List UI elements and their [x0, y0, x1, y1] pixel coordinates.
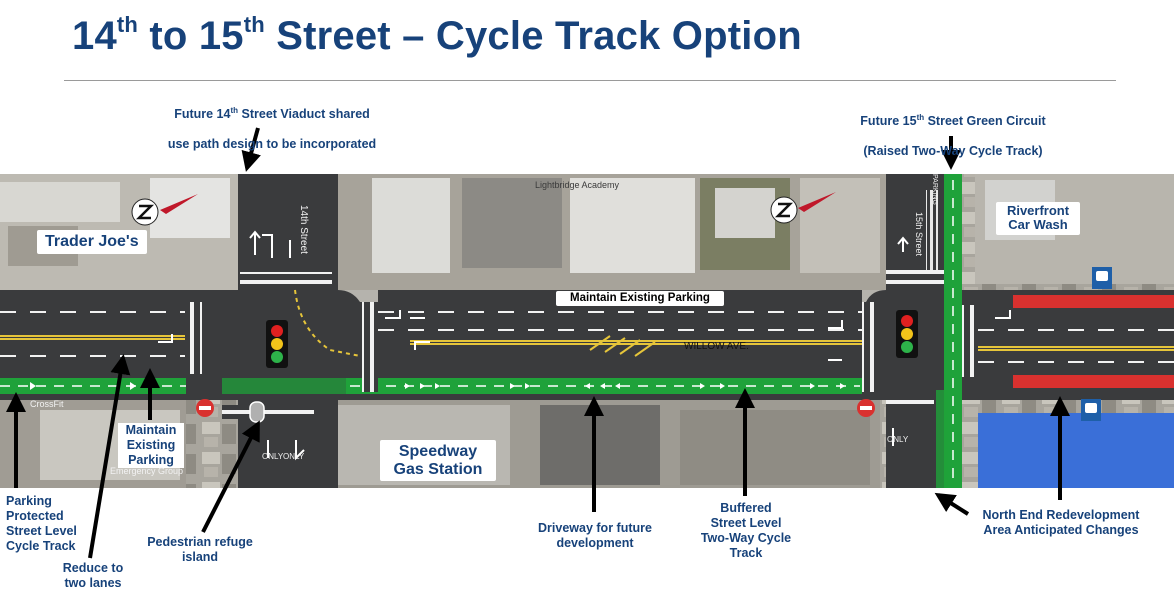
arrow-reduce-lanes: [88, 354, 131, 559]
callout-15th-green-circuit: Future 15th Street Green Circuit (Raised…: [860, 112, 1046, 158]
crosswalk-mid-east: [862, 302, 878, 392]
bus-lane-north: [1013, 295, 1174, 308]
label-trader-joes: Trader Joe's: [37, 230, 147, 254]
no-entry-icon-left: [196, 399, 214, 417]
page-title: 14th to 15th Street – Cycle Track Option: [72, 12, 802, 58]
label-riverfront: Riverfront Car Wash: [996, 202, 1080, 235]
hatched-median: [926, 190, 938, 270]
no-entry-icon-right: [857, 399, 875, 417]
label-emergency: Emergency Group: [110, 466, 184, 476]
crosswalk-15th-north: [886, 270, 944, 284]
river: [978, 413, 1174, 488]
callout-north-end: North End Redevelopment Area Anticipated…: [982, 508, 1140, 537]
bus-lane-south: [1013, 375, 1174, 388]
label-only-1: ONLY: [262, 452, 284, 461]
crosswalk-14th-north: [240, 272, 332, 286]
crosswalk-14th-south: [222, 405, 314, 419]
label-parking-sign: PARKING: [931, 174, 938, 205]
callout-refuge-island: Pedestrian refuge island: [147, 535, 253, 564]
traffic-signal-icon-left: [266, 320, 288, 368]
north-arrow-icon-right: [770, 192, 836, 224]
label-only-2: ONLY: [283, 452, 305, 461]
callout-parking-protected: Parking Protected Street Level Cycle Tra…: [6, 494, 77, 553]
arrow-viaduct: [241, 127, 261, 172]
arrow-north-end-left: [934, 492, 970, 516]
label-only-3: ONLY: [887, 435, 909, 444]
label-15th-street: 15th Street: [914, 212, 924, 257]
label-maintain-parking-top: Maintain Existing Parking: [556, 291, 724, 306]
bus-stop-icon-top: [1092, 267, 1112, 289]
callout-reduce-lanes: Reduce to two lanes: [62, 561, 124, 590]
refuge-island: [249, 401, 265, 423]
crosswalk-west: [186, 302, 202, 374]
callout-buffered-track: Buffered Street Level Two-Way Cycle Trac…: [700, 501, 792, 560]
crosswalk-east: [962, 305, 978, 377]
callout-14th-viaduct: Future 14th Street Viaduct shared use pa…: [167, 105, 377, 151]
label-willow-ave: WILLOW AVE.: [684, 341, 749, 352]
callout-maintain-parking-left: Maintain Existing Parking: [118, 423, 184, 468]
label-crossfit: CrossFit: [30, 399, 64, 409]
label-14th-street: 14th Street: [298, 205, 309, 254]
label-speedway: Speedway Gas Station: [380, 440, 496, 482]
label-lightbridge: Lightbridge Academy: [535, 180, 620, 190]
crosswalk-15th-south: [886, 396, 934, 410]
callout-driveway: Driveway for future development: [538, 521, 652, 550]
traffic-signal-icon-right: [896, 310, 918, 358]
crosswalk-mid-west: [362, 302, 378, 392]
north-arrow-icon-left: [131, 194, 198, 226]
arrow-refuge: [201, 420, 260, 533]
bus-stop-icon-bottom: [1081, 399, 1101, 421]
title-divider: [64, 80, 1116, 81]
